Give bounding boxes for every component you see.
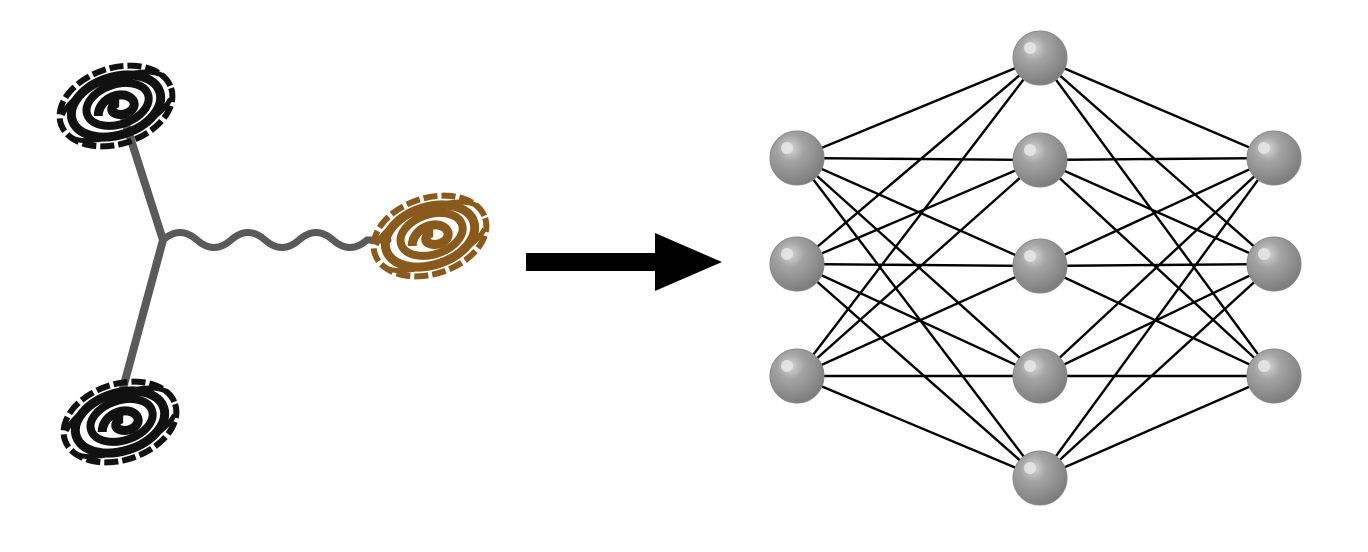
wavy-leg <box>159 229 392 251</box>
network-edge-l1-0-0 <box>1039 56 1275 160</box>
network-edge-l1-2-0 <box>1039 156 1275 268</box>
network-node-l1-2 <box>1012 238 1068 294</box>
network-node-l0-0 <box>769 130 825 186</box>
network-edge-l0-0-4 <box>796 157 1041 479</box>
network-edge-l0-1-2 <box>796 262 1041 268</box>
neural-network <box>769 30 1302 506</box>
network-edge-l0-2-2 <box>796 264 1041 378</box>
network-node-l1-4 <box>1012 450 1068 506</box>
network-edge-l1-3-0 <box>1039 157 1275 377</box>
network-edge-l1-1-0 <box>1039 156 1275 162</box>
galaxy-icon-top <box>56 62 176 150</box>
straight-leg-bottom <box>118 236 167 396</box>
network-edge-l0-0-0 <box>796 56 1041 160</box>
network-edge-l1-2-1 <box>1039 262 1275 268</box>
network-node-l0-2 <box>769 348 825 404</box>
network-node-l0-1 <box>769 236 825 292</box>
galaxy-icon-brown <box>370 192 490 280</box>
network-edge-l1-0-2 <box>1039 57 1275 377</box>
network-edge-l0-1-0 <box>796 57 1041 265</box>
network-node-l2-1 <box>1246 236 1302 292</box>
network-edge-l0-2-0 <box>796 57 1041 377</box>
network-edge-l1-0-1 <box>1039 57 1275 265</box>
network-node-l1-3 <box>1012 348 1068 404</box>
network-edge-l0-0-1 <box>796 156 1041 162</box>
network-edge-l0-2-1 <box>796 159 1041 377</box>
network-edge-l0-1-1 <box>796 158 1041 266</box>
network-node-l2-0 <box>1246 130 1302 186</box>
network-edge-l0-1-4 <box>796 263 1041 479</box>
network-edge-l1-4-2 <box>1039 374 1275 480</box>
network-edge-l1-4-0 <box>1039 157 1275 479</box>
network-node-l1-0 <box>1012 30 1068 86</box>
network-edges <box>796 56 1275 480</box>
right-arrow-icon <box>526 233 722 291</box>
network-nodes <box>769 30 1302 506</box>
network-edge-l1-4-1 <box>1039 263 1275 479</box>
network-node-l2-2 <box>1246 348 1302 404</box>
galaxy-icon-bottom <box>60 378 180 466</box>
vertex-diagram <box>56 62 490 466</box>
network-edge-l0-2-4 <box>796 374 1041 480</box>
network-node-l1-1 <box>1012 132 1068 188</box>
